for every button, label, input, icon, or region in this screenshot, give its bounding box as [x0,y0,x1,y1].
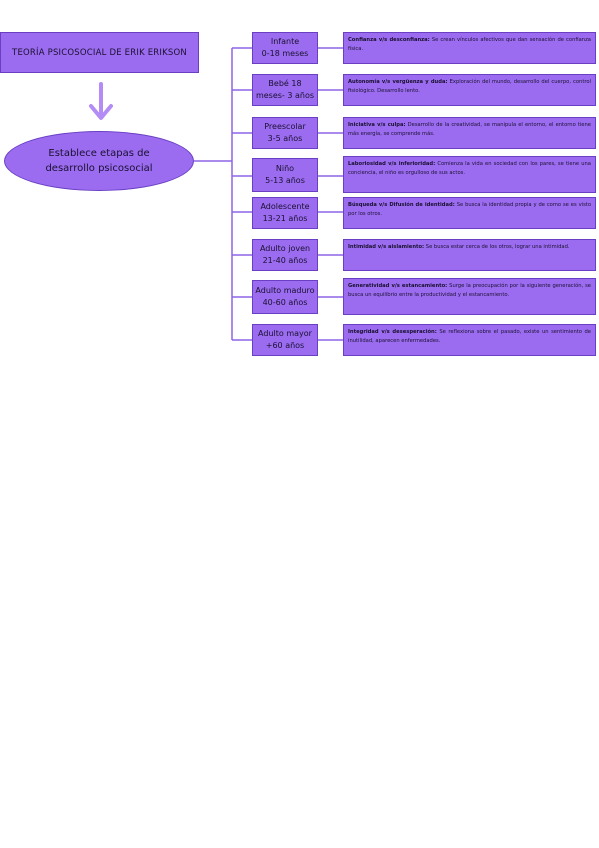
stage-box-adulto-joven: Adulto joven 21-40 años [252,239,318,271]
desc-text: Se crean vínculos afectivos que dan sens… [348,37,591,52]
desc-text: Se busca la identidad propia y de como s… [348,202,591,217]
stage-range: meses- 3 años [255,91,315,100]
stage-name: Niño [275,164,295,173]
desc-title: Generatividad v/s estancamiento: [348,283,448,289]
stage-range: 13-21 años [262,214,308,223]
desc-title: Integridad v/s desesperación: [348,329,437,335]
stage-desc-preescolar: Iniciativa v/s culpa: Desarrollo de la c… [343,117,596,149]
stage-name: Infante [270,37,300,46]
stage-box-adulto-mayor: Adulto mayor +60 años [252,324,318,356]
desc-title: Autonomía v/s vergüenza y duda: [348,79,448,85]
stage-desc-adulto-joven: Intimidad v/s aislamiento: Se busca esta… [343,239,596,271]
title-box: TEORÍA PSICOSOCIAL DE ERIK ERIKSON [0,32,199,73]
stage-range: 0-18 meses [261,49,309,58]
stage-name: Bebé 18 [268,79,302,88]
stage-range: 40-60 años [262,298,308,307]
center-text: Establece etapas de desarrollo psicosoci… [45,148,153,174]
desc-text: Se busca estar cerca de los otros, logra… [424,244,570,250]
stage-desc-adulto-mayor: Integridad v/s desesperación: Se reflexi… [343,324,596,356]
desc-text: Comienza la vida en sociedad con los par… [348,161,591,176]
stage-range: 5-13 años [265,176,305,185]
title-text: TEORÍA PSICOSOCIAL DE ERIK ERIKSON [12,47,187,58]
center-ellipse: Establece etapas de desarrollo psicosoci… [4,131,194,191]
desc-text: Desarrollo de la creatividad, se manipul… [348,122,591,137]
stage-name: Adulto mayor [258,329,312,338]
stage-desc-adolescente: Búsqueda v/s Difusión de identidad: Se b… [343,197,596,229]
stage-range: 21-40 años [262,256,308,265]
desc-text: Se reflexiona sobre el pasado, existe un… [348,329,591,344]
stage-box-adulto-maduro: Adulto maduro 40-60 años [252,280,318,314]
stage-range: +60 años [265,341,305,350]
desc-title: Confianza v/s desconfianza: [348,37,430,43]
stage-box-adolescente: Adolescente 13-21 años [252,197,318,229]
down-arrow-icon [89,82,113,120]
stage-range: 3-5 años [267,134,303,143]
stage-box-nino: Niño 5-13 años [252,158,318,192]
desc-text: Surge la preocupación por la siguiente g… [348,283,591,298]
desc-title: Intimidad v/s aislamiento: [348,244,425,250]
desc-title: Laboriosidad v/s inferioridad: [348,161,436,167]
desc-title: Búsqueda v/s Difusión de identidad: [348,202,455,208]
desc-title: Iniciativa v/s culpa: [348,122,406,128]
stage-name: Preescolar [264,122,306,131]
stage-name: Adulto joven [259,244,311,253]
stage-box-infante: Infante 0-18 meses [252,32,318,64]
stage-desc-adulto-maduro: Generatividad v/s estancamiento: Surge l… [343,278,596,315]
desc-text: Exploración del mundo, desarrollo del cu… [348,79,591,94]
stage-box-bebe: Bebé 18 meses- 3 años [252,74,318,106]
stage-box-preescolar: Preescolar 3-5 años [252,117,318,149]
stage-desc-infante: Confianza v/s desconfianza: Se crean vín… [343,32,596,64]
stage-desc-bebe: Autonomía v/s vergüenza y duda: Explorac… [343,74,596,106]
stage-name: Adolescente [260,202,310,211]
stage-desc-nino: Laboriosidad v/s inferioridad: Comienza … [343,156,596,193]
stage-name: Adulto maduro [255,286,315,295]
